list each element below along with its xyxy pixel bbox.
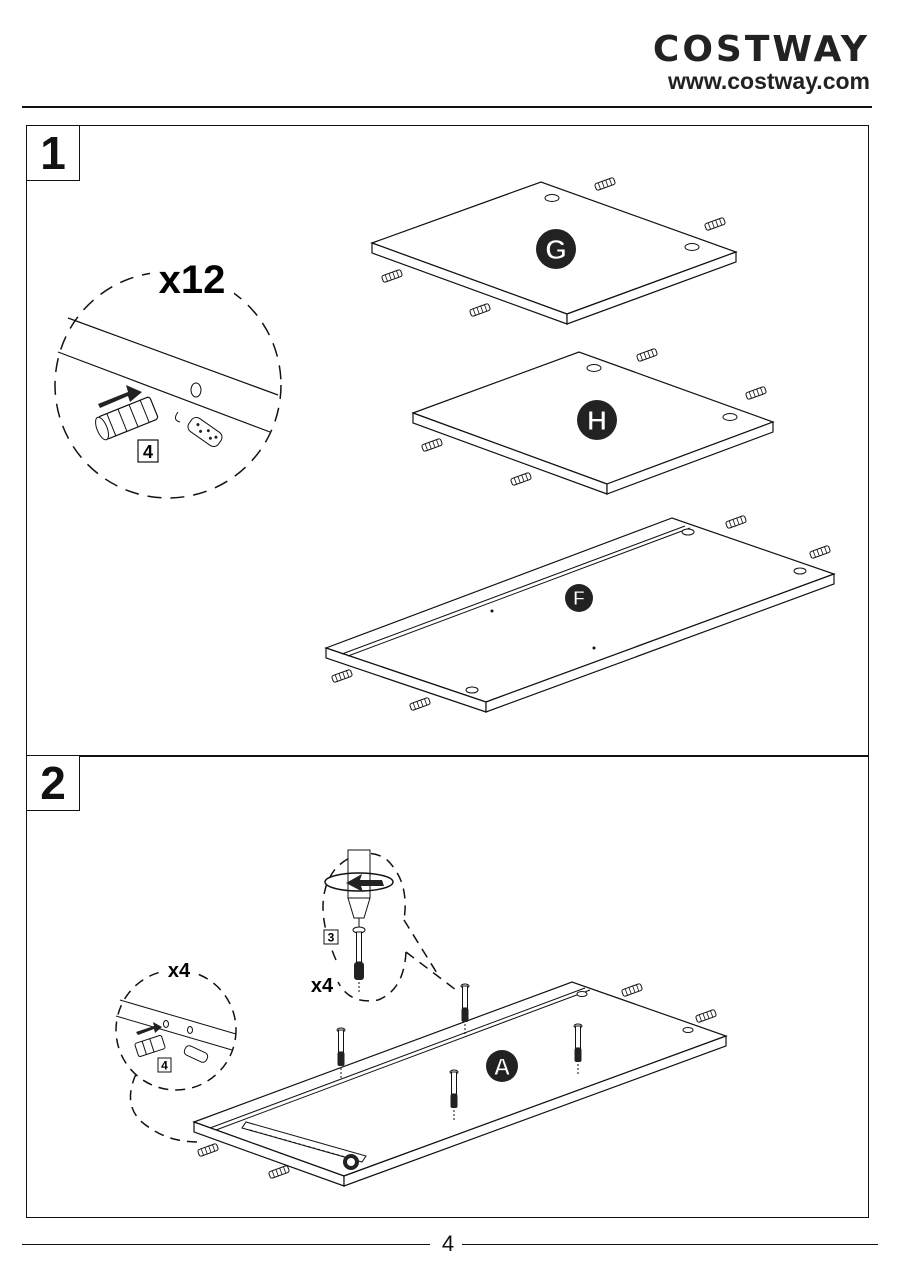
step-1-dowel-callout: 4 x12 xyxy=(55,258,281,498)
step-2-screw-part-label: 3 xyxy=(328,931,335,945)
panel-h-label: H xyxy=(587,405,607,436)
step-2-screw-callout: 3 x4 xyxy=(311,850,456,1001)
panel-f-label: F xyxy=(573,588,585,610)
footer-divider-left xyxy=(22,1244,430,1245)
panel-a: A xyxy=(194,982,726,1186)
panel-g-label: G xyxy=(545,234,567,265)
panel-h: H xyxy=(413,348,773,494)
step-2-dowel-quantity: x4 xyxy=(168,960,191,982)
panel-g: G xyxy=(372,177,736,324)
page-number: 4 xyxy=(436,1230,460,1258)
footer-divider-right xyxy=(462,1244,878,1245)
step-1-part-label: 4 xyxy=(143,442,153,462)
step-1-quantity: x12 xyxy=(159,258,226,302)
step-2-screw-quantity: x4 xyxy=(311,975,334,997)
panel-f: F xyxy=(326,515,834,712)
panel-a-label: A xyxy=(493,1054,510,1081)
step-2-dowel-part-label: 4 xyxy=(161,1059,168,1073)
